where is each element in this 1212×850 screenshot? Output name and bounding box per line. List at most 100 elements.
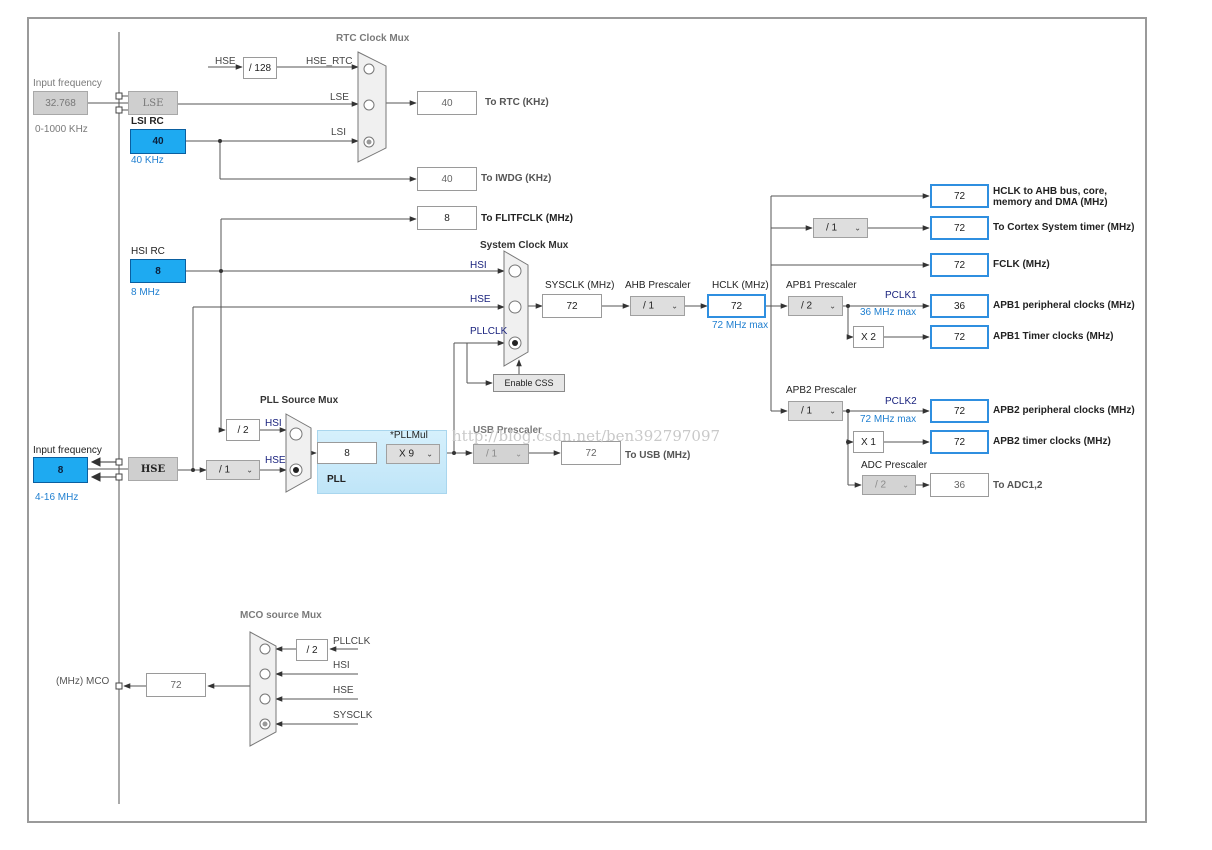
apb2-timer-output-value[interactable]: 72 <box>930 430 989 454</box>
usb-prescaler-value: / 1 <box>486 448 498 460</box>
hse-range-label: 4-16 MHz <box>35 492 79 503</box>
adc-prescaler-value: / 2 <box>875 479 887 491</box>
apb1-periph-output-value[interactable]: 36 <box>930 294 989 318</box>
pllmul-label: *PLLMul <box>390 430 428 441</box>
lse-input-field[interactable]: 32.768 <box>33 91 88 115</box>
hclk-ahb-output-value[interactable]: 72 <box>930 184 989 208</box>
rtc-lse-label: LSE <box>330 92 349 103</box>
usb-output-label: To USB (MHz) <box>625 450 691 461</box>
flitf-output-value[interactable]: 8 <box>417 206 477 230</box>
hclk-value[interactable]: 72 <box>707 294 766 318</box>
apb2-periph-output-value[interactable]: 72 <box>930 399 989 423</box>
apb1-prescaler-label: APB1 Prescaler <box>786 280 857 291</box>
mco-sysclk-label: SYSCLK <box>333 710 373 721</box>
rtc-hse-divider: / 128 <box>243 57 277 79</box>
cortex-divider-select[interactable]: / 1 ⌄ <box>813 218 868 238</box>
hclk-label: HCLK (MHz) <box>712 280 769 291</box>
pll-input-value[interactable]: 8 <box>317 442 377 464</box>
hse-input-field[interactable]: 8 <box>33 457 88 483</box>
mco-output-value[interactable]: 72 <box>146 673 206 697</box>
apb1-periph-output-label: APB1 peripheral clocks (MHz) <box>993 300 1135 311</box>
hse-input-label: Input frequency <box>33 445 102 456</box>
lsi-title: LSI RC <box>131 116 164 127</box>
flitf-output-label: To FLITFCLK (MHz) <box>481 213 574 224</box>
mco-source-mux-title: MCO source Mux <box>240 610 322 621</box>
mco-pll-divider: / 2 <box>296 639 328 661</box>
lsi-freq-label: 40 KHz <box>131 155 164 166</box>
rtc-output-label: To RTC (KHz) <box>485 97 549 108</box>
mco-hse-label: HSE <box>333 685 354 696</box>
rtc-hse-label: HSE <box>215 56 236 67</box>
sysclk-label: SYSCLK (MHz) <box>545 280 615 291</box>
pll-hsi-divider: / 2 <box>226 419 260 441</box>
pclk2-label: PCLK2 <box>885 396 917 407</box>
watermark-text: http://blog.csdn.net/ben392797097 <box>452 427 721 445</box>
apb1-timer-output-label: APB1 Timer clocks (MHz) <box>993 331 1114 342</box>
rtc-lsi-label: LSI <box>331 127 347 138</box>
usb-prescaler-label: USB Prescaler <box>473 425 542 436</box>
lsi-source-box[interactable]: 40 <box>130 129 186 154</box>
chevron-down-icon: ⌄ <box>246 465 253 475</box>
adc-output-value[interactable]: 36 <box>930 473 989 497</box>
lse-input-label: Input frequency <box>33 78 102 89</box>
pclk1-label: PCLK1 <box>885 290 917 301</box>
apb2-prescaler-label: APB2 Prescaler <box>786 385 857 396</box>
apb2-timer-multiplier: X 1 <box>853 431 884 453</box>
apb1-prescaler-value: / 2 <box>801 300 813 312</box>
hclk-max-label: 72 MHz max <box>712 320 769 331</box>
pllmul-select[interactable]: X 9 ⌄ <box>386 444 440 464</box>
system-clock-mux-title: System Clock Mux <box>480 240 569 251</box>
cortex-output-label: To Cortex System timer (MHz) <box>993 222 1135 233</box>
adc-output-label: To ADC1,2 <box>993 480 1043 491</box>
hsi-source-box[interactable]: 8 <box>130 259 186 283</box>
ahb-prescaler-select[interactable]: / 1 ⌄ <box>630 296 685 316</box>
sysclk-value[interactable]: 72 <box>542 294 602 318</box>
apb1-timer-output-value[interactable]: 72 <box>930 325 989 349</box>
chevron-down-icon: ⌄ <box>854 223 861 233</box>
apb2-periph-output-label: APB2 peripheral clocks (MHz) <box>993 405 1135 416</box>
adc-prescaler-label: ADC Prescaler <box>861 460 928 471</box>
fclk-output-value[interactable]: 72 <box>930 253 989 277</box>
cortex-divider-value: / 1 <box>826 222 838 234</box>
rtc-mux-title: RTC Clock Mux <box>336 33 410 44</box>
ahb-prescaler-value: / 1 <box>643 300 655 312</box>
apb1-timer-multiplier: X 2 <box>853 326 884 348</box>
cortex-output-value[interactable]: 72 <box>930 216 989 240</box>
apb2-timer-output-label: APB2 timer clocks (MHz) <box>993 436 1111 447</box>
sysmux-pllclk-label: PLLCLK <box>470 326 508 337</box>
chevron-down-icon: ⌄ <box>829 301 836 311</box>
usb-prescaler-select[interactable]: / 1 ⌄ <box>473 444 529 464</box>
enable-css-button[interactable]: Enable CSS <box>493 374 565 392</box>
hse-source-box[interactable]: HSE <box>128 457 178 481</box>
apb1-prescaler-select[interactable]: / 2 ⌄ <box>788 296 843 316</box>
hse-prediv-select[interactable]: / 1 ⌄ <box>206 460 260 480</box>
chevron-down-icon: ⌄ <box>671 301 678 311</box>
fclk-output-label: FCLK (MHz) <box>993 259 1050 270</box>
usb-output-value[interactable]: 72 <box>561 441 621 465</box>
mco-pllclk-label: PLLCLK <box>333 636 371 647</box>
iwdg-output-value[interactable]: 40 <box>417 167 477 191</box>
iwdg-output-label: To IWDG (KHz) <box>481 173 552 184</box>
pllsrc-hse-label: HSE <box>265 455 286 466</box>
lse-source-box[interactable]: LSE <box>128 91 178 115</box>
pllmul-value: X 9 <box>399 448 415 460</box>
rtc-output-value[interactable]: 40 <box>417 91 477 115</box>
pll-title: PLL <box>327 474 346 485</box>
sysmux-hsi-label: HSI <box>470 260 487 271</box>
pllsrc-hsi-label: HSI <box>265 418 282 429</box>
apb2-prescaler-value: / 1 <box>801 405 813 417</box>
mco-output-label: (MHz) MCO <box>56 676 110 687</box>
chevron-down-icon: ⌄ <box>829 406 836 416</box>
lse-range-label: 0-1000 KHz <box>35 124 88 135</box>
apb2-prescaler-select[interactable]: / 1 ⌄ <box>788 401 843 421</box>
apb1-max-label: 36 MHz max <box>860 307 917 318</box>
adc-prescaler-select[interactable]: / 2 ⌄ <box>862 475 916 495</box>
hse-prediv-value: / 1 <box>219 464 231 476</box>
chevron-down-icon: ⌄ <box>515 449 522 459</box>
diagram-frame <box>27 17 1147 823</box>
sysmux-hse-label: HSE <box>470 294 491 305</box>
pll-source-mux-title: PLL Source Mux <box>260 395 339 406</box>
ahb-prescaler-label: AHB Prescaler <box>625 280 691 291</box>
hclk-ahb-output-label-2: memory and DMA (MHz) <box>993 197 1108 208</box>
